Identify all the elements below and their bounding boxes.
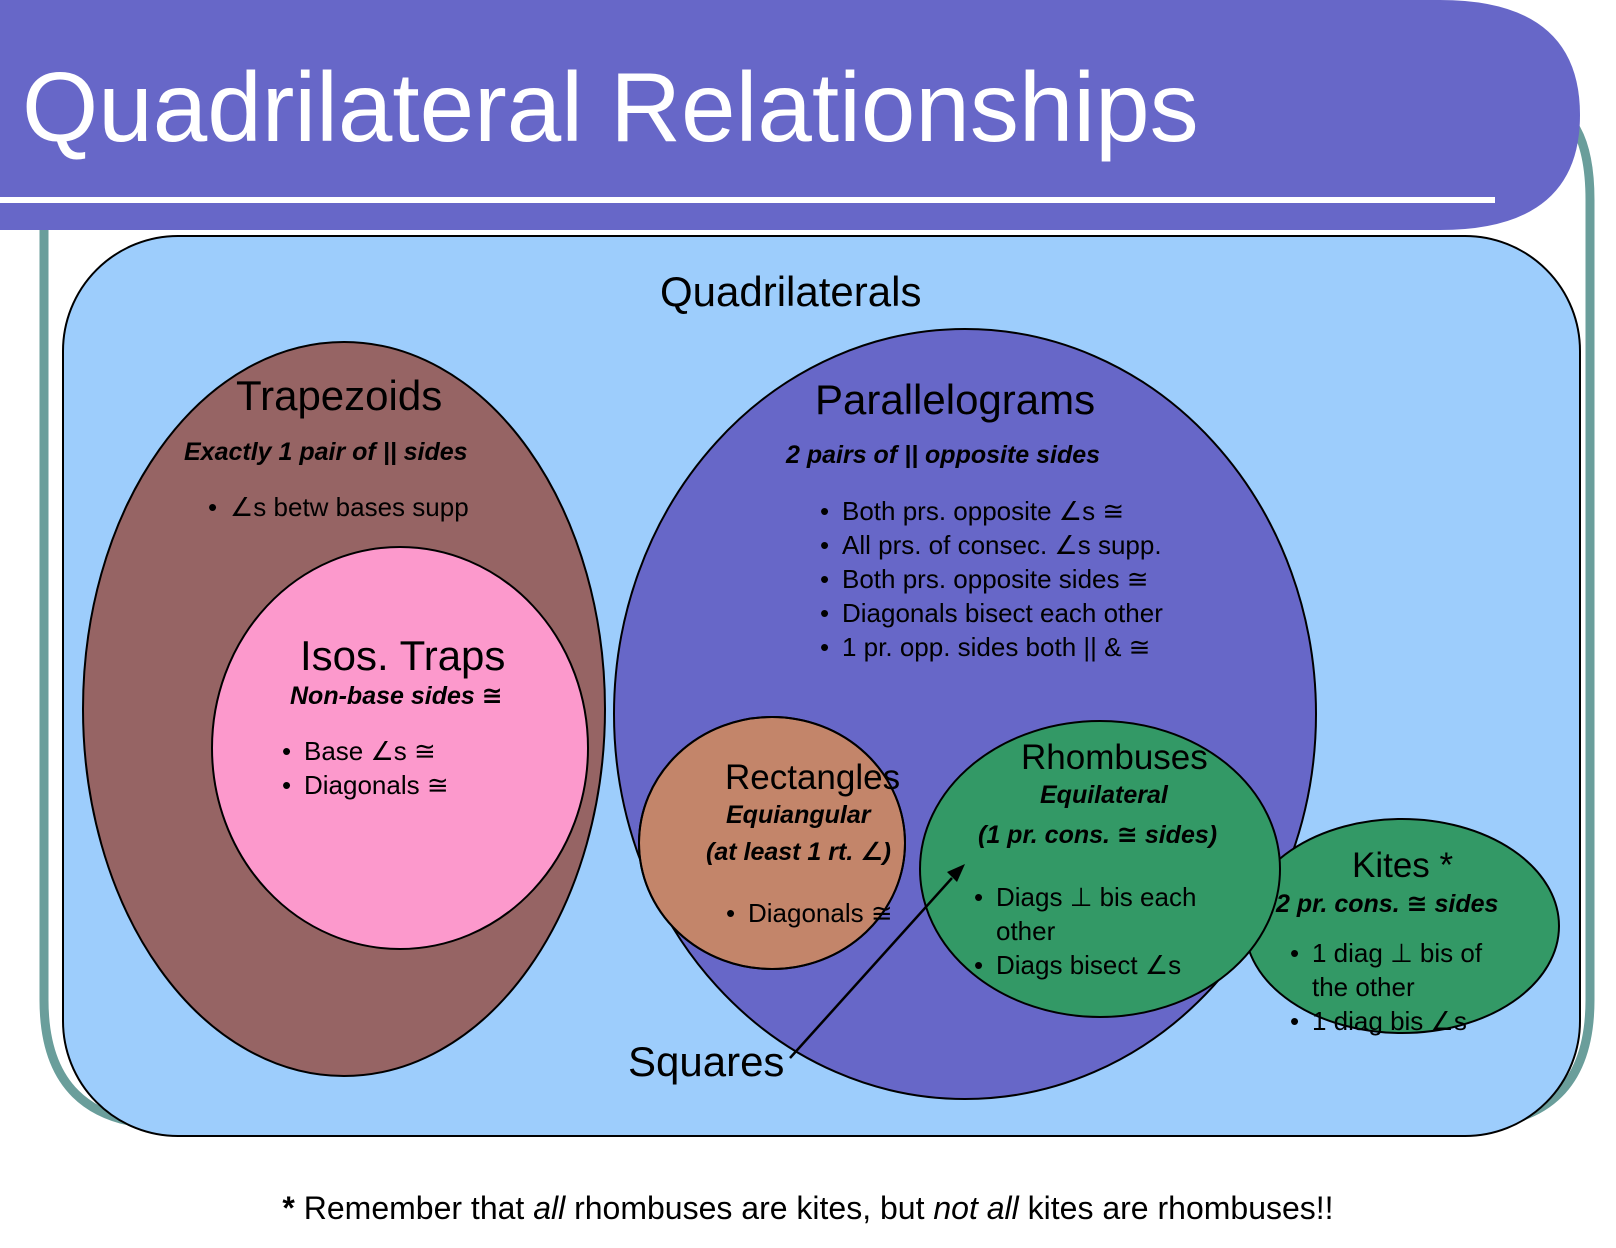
rectangles-outline bbox=[638, 716, 906, 970]
isosceles-traps-properties: Base ∠s ≅ Diagonals ≅ bbox=[282, 734, 449, 802]
list-item: Diagonals ≅ bbox=[726, 896, 893, 930]
footnote-text-2: rhombuses are kites, but bbox=[565, 1190, 934, 1226]
rhombuses-definition-line1: Equilateral bbox=[1040, 781, 1168, 809]
footnote-emphasis-all: all bbox=[533, 1190, 566, 1226]
list-item: Diags bisect ∠s bbox=[974, 948, 1204, 982]
kites-properties: 1 diag ⊥ bis of the other 1 diag bis ∠s bbox=[1290, 936, 1520, 1038]
list-item: ∠s betw bases supp bbox=[208, 490, 469, 524]
rectangles-definition-line1: Equiangular bbox=[726, 801, 871, 829]
squares-arrowhead bbox=[947, 864, 965, 882]
list-item: 1 pr. opp. sides both || & ≅ bbox=[820, 630, 1163, 664]
trapezoids-label: Trapezoids bbox=[236, 372, 443, 419]
footnote-text-1: Remember that bbox=[303, 1190, 534, 1226]
list-item: Base ∠s ≅ bbox=[282, 734, 449, 768]
rectangles-definition-line2: (at least 1 rt. ∠) bbox=[706, 838, 891, 866]
parallelograms-properties: Both prs. opposite ∠s ≅ All prs. of cons… bbox=[820, 494, 1163, 664]
footnote-text-3: kites are rhombuses!! bbox=[1018, 1190, 1334, 1226]
rectangles-label: Rectangles bbox=[725, 758, 901, 797]
trapezoids-properties: ∠s betw bases supp bbox=[208, 490, 469, 524]
slide-title: Quadrilateral Relationships bbox=[22, 52, 1199, 162]
kites-label: Kites * bbox=[1352, 846, 1454, 885]
list-item: 1 diag bis ∠s bbox=[1290, 1004, 1520, 1038]
list-item: Diagonals ≅ bbox=[282, 768, 449, 802]
squares-arrow bbox=[789, 877, 953, 1059]
parallelograms-label: Parallelograms bbox=[815, 376, 1096, 423]
title-bar bbox=[0, 0, 1580, 230]
list-item: 1 diag ⊥ bis of the other bbox=[1290, 936, 1520, 1004]
isosceles-traps-definition: Non-base sides ≅ bbox=[290, 682, 503, 710]
quadrilaterals-label: Quadrilaterals bbox=[660, 268, 922, 315]
list-item: All prs. of consec. ∠s supp. bbox=[820, 528, 1163, 562]
footnote: * Remember that all rhombuses are kites,… bbox=[0, 1190, 1616, 1227]
list-item: Diags ⊥ bis each other bbox=[974, 880, 1204, 948]
list-item: Both prs. opposite ∠s ≅ bbox=[820, 494, 1163, 528]
rectangles-properties: Diagonals ≅ bbox=[726, 896, 893, 930]
isosceles-traps-label: Isos. Traps bbox=[300, 632, 506, 679]
rhombuses-definition-line2: (1 pr. cons. ≅ sides) bbox=[978, 821, 1218, 849]
kites-definition: 2 pr. cons. ≅ sides bbox=[1276, 890, 1499, 918]
list-item: Both prs. opposite sides ≅ bbox=[820, 562, 1163, 596]
list-item: Diagonals bisect each other bbox=[820, 596, 1163, 630]
squares-label: Squares bbox=[628, 1038, 785, 1085]
rhombuses-properties: Diags ⊥ bis each other Diags bisect ∠s bbox=[974, 880, 1204, 982]
trapezoids-definition: Exactly 1 pair of || sides bbox=[184, 438, 468, 466]
footnote-star: * bbox=[282, 1190, 304, 1226]
footnote-emphasis-not-all: not all bbox=[933, 1190, 1019, 1226]
rhombuses-label: Rhombuses bbox=[1021, 738, 1208, 777]
parallelograms-definition: 2 pairs of || opposite sides bbox=[786, 441, 1101, 469]
